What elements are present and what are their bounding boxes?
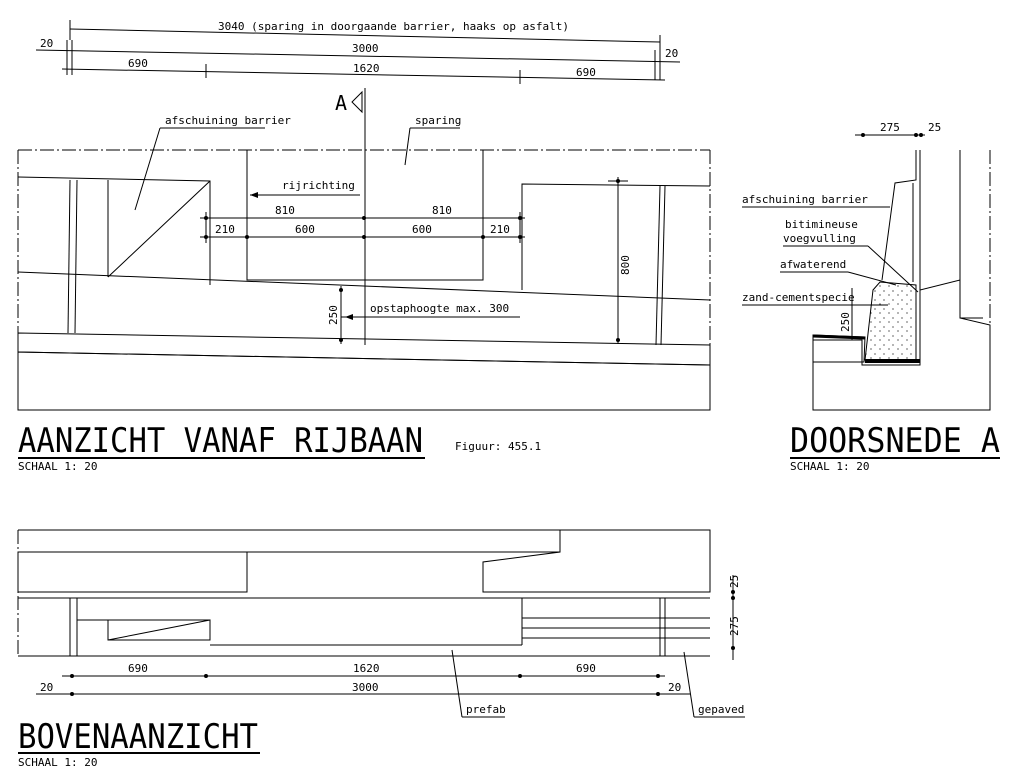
label-bitumen-2: voegvulling bbox=[783, 232, 856, 245]
scale-top-view: SCHAAL 1: 20 bbox=[18, 756, 97, 769]
figure-number: Figuur: 455.1 bbox=[455, 440, 541, 453]
dim-210-left: 210 bbox=[215, 223, 235, 236]
left-barrier bbox=[17, 176, 711, 334]
dim-275: 275 bbox=[880, 121, 900, 134]
dim-600-right: 600 bbox=[412, 223, 432, 236]
label-chamfer-section: afschuining barrier bbox=[742, 193, 868, 206]
dim-left-20: 20 bbox=[40, 37, 53, 50]
scale-front-view: SCHAAL 1: 20 bbox=[18, 460, 97, 473]
label-paved: gepaved bbox=[698, 703, 744, 716]
label-drain: afwaterend bbox=[780, 258, 846, 271]
dim-690-top-right: 690 bbox=[576, 662, 596, 675]
dim-210-right: 210 bbox=[490, 223, 510, 236]
dim-250-section: 250 bbox=[839, 312, 852, 332]
dim-810-left: 810 bbox=[275, 204, 295, 217]
top-dimensions: 3040 (sparing in doorgaande barrier, haa… bbox=[35, 20, 681, 84]
opening-outline bbox=[246, 150, 484, 281]
dim-25: 25 bbox=[928, 121, 941, 134]
dim-1620: 1620 bbox=[353, 62, 380, 75]
dim-25-top: 25 bbox=[728, 575, 741, 588]
section-a: 275 25 250 afschuining barrier bitimineu… bbox=[742, 121, 1000, 473]
title-section-a: DOORSNEDE A bbox=[790, 421, 1000, 461]
dim-690-right: 690 bbox=[576, 66, 596, 79]
direction-arrow-icon bbox=[250, 192, 258, 198]
dim-810-right: 810 bbox=[432, 204, 452, 217]
label-direction: rijrichting bbox=[282, 179, 355, 192]
label-step-height: opstaphoogte max. 300 bbox=[370, 302, 509, 315]
dim-690-top-left: 690 bbox=[128, 662, 148, 675]
label-opening: sparing bbox=[415, 114, 461, 127]
title-front-view: AANZICHT VANAF RIJBAAN bbox=[18, 421, 423, 461]
label-mortar: zand-cementspecie bbox=[742, 291, 855, 304]
dim-1620-top: 1620 bbox=[353, 662, 380, 675]
top-view: 25 275 690 1620 690 20 3000 20 prefab ge… bbox=[17, 529, 745, 769]
dim-800: 800 bbox=[619, 255, 632, 275]
dim-690-left: 690 bbox=[128, 57, 148, 70]
section-marker-a: A bbox=[335, 91, 347, 115]
right-barrier bbox=[521, 183, 711, 346]
front-view: 3040 (sparing in doorgaande barrier, haa… bbox=[17, 20, 711, 473]
dim-250: 250 bbox=[327, 305, 340, 325]
dim-600-left: 600 bbox=[295, 223, 315, 236]
dim-total-3040: 3040 (sparing in doorgaande barrier, haa… bbox=[218, 20, 569, 33]
section-arrow-icon bbox=[351, 90, 363, 114]
dim-20-top-right: 20 bbox=[668, 681, 681, 694]
scale-section-a: SCHAAL 1: 20 bbox=[790, 460, 869, 473]
label-bitumen-1: bitimineuse bbox=[785, 218, 858, 231]
title-top-view: BOVENAANZICHT bbox=[18, 717, 258, 757]
dim-275-top: 275 bbox=[728, 616, 741, 636]
label-prefab: prefab bbox=[466, 703, 506, 716]
dim-right-20: 20 bbox=[665, 47, 678, 60]
label-chamfer: afschuining barrier bbox=[165, 114, 291, 127]
asphalt-layer bbox=[17, 332, 711, 366]
dim-20-top-left: 20 bbox=[40, 681, 53, 694]
ground-hatch bbox=[17, 351, 711, 411]
dim-3000-top: 3000 bbox=[352, 681, 379, 694]
dim-3000: 3000 bbox=[352, 42, 379, 55]
